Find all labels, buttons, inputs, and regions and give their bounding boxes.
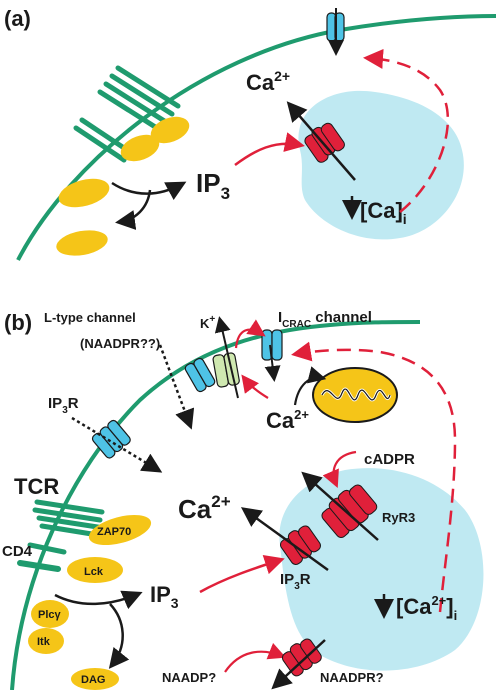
naadpr-receptor: [281, 638, 322, 677]
ryr3-label: RyR3: [382, 510, 415, 525]
ca-mito-label: Ca2+: [266, 407, 309, 433]
dag-molecule: [71, 668, 119, 690]
naadpr-query-label: (NAADPR??): [80, 336, 160, 351]
ca-release-arrow-a: [286, 101, 356, 181]
icrac-influx-arrow: [264, 344, 281, 382]
plc-protein: [31, 600, 69, 628]
ca-to-k-arrow: [241, 374, 269, 399]
protein-a-4: [56, 230, 108, 256]
panel-a-label: (a): [4, 6, 31, 31]
protein-a-3: [58, 178, 110, 208]
er-lumen-a: [298, 90, 464, 240]
panel-a: (a) IP3: [4, 6, 496, 261]
tcr-complex: [27, 499, 107, 555]
icrac-label: ICRAC channel: [278, 309, 372, 330]
lck-protein: [67, 557, 123, 583]
ip3-generation-arrow-b: [54, 590, 143, 610]
ip3r-membrane-channel: [91, 419, 131, 459]
panel-b-label: (b): [4, 310, 32, 335]
ip3-to-receptor-arrow-a: [234, 132, 305, 167]
k-efflux-arrow: [214, 316, 239, 399]
zap70-label: ZAP70: [97, 526, 131, 538]
receptor-complex-a: [73, 65, 181, 163]
plc-label: Plcγ: [38, 609, 62, 621]
protein-a-1: [150, 116, 190, 144]
ca-to-mito-arrow: [293, 366, 327, 406]
cadpr-label: cADPR: [364, 451, 415, 468]
dag-branch-arrow-a: [115, 189, 152, 230]
protein-a-2: [120, 134, 160, 162]
ip3-label-b: IP3: [150, 582, 179, 611]
cadpr-arrow: [322, 450, 357, 489]
ltype-dotted-arrow: [158, 344, 195, 430]
ip3r-er-release-arrow: [240, 507, 329, 572]
calcium-channel-a: [326, 8, 345, 56]
ltype-channel-label: L-type channel: [44, 310, 136, 325]
ip3r-er-receptor: [279, 525, 321, 565]
ca-label-a: Ca2+: [246, 68, 290, 95]
cd4-receptor: [17, 560, 61, 572]
ca-i-label-a: [Ca]i: [360, 198, 407, 227]
feedback-arrow-b: [291, 341, 457, 613]
dag-label: DAG: [81, 674, 105, 686]
ca-i-label-b: [Ca2+]i: [396, 593, 457, 623]
zap70-protein: [88, 514, 152, 546]
cd4-label: CD4: [2, 543, 33, 560]
ip3-to-receptor-arrow-b: [199, 555, 285, 594]
panel-b: (b) L-type channel (NAADPR??) K+ ICRAC c…: [2, 309, 484, 690]
ca-center-label: Ca2+: [178, 492, 231, 524]
icrac-channel: [261, 329, 283, 361]
ip3r-dotted-arrow: [71, 416, 163, 473]
ip3-generation-arrow-a: [111, 181, 187, 200]
mitochondrion: [312, 367, 398, 423]
lck-label: Lck: [84, 566, 104, 578]
feedback-arrow-a: [363, 48, 449, 213]
naadpr-release-arrow: [271, 639, 326, 690]
ryr3-receptor: [321, 484, 378, 539]
itk-protein: [28, 628, 64, 654]
naadpr-label: NAADPR?: [320, 670, 384, 685]
naadp-arrow: [224, 642, 287, 673]
k-label: K+: [200, 314, 215, 331]
k-to-icrac-arrow: [234, 319, 266, 349]
tcr-label: TCR: [14, 474, 59, 499]
ip3-label-a: IP3: [196, 168, 230, 203]
k-channel: [212, 352, 240, 388]
ryr3-release-arrow: [301, 471, 379, 541]
naadp-label: NAADP?: [162, 670, 216, 685]
dag-generation-arrow-b: [108, 603, 130, 669]
ltype-channel: [184, 357, 216, 393]
ip3r-er-label: IP3R: [280, 571, 311, 592]
itk-label: Itk: [37, 636, 51, 648]
ip3r-membrane-label: IP3R: [48, 395, 79, 416]
